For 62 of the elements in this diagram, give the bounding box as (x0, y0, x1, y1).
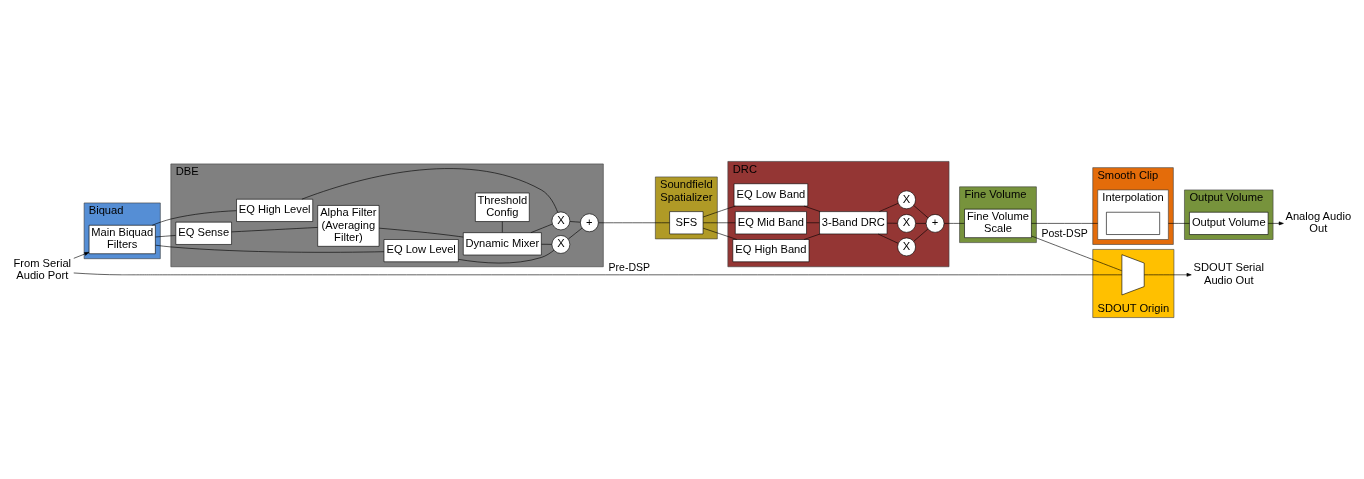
connector (530, 223, 553, 233)
connector (702, 222, 736, 224)
node-box: Alpha Filter (Averaging Filter) (317, 205, 380, 247)
connector (877, 233, 899, 244)
node-text: From Serial Audio Port (13, 257, 72, 282)
node-box: 3-Band DRC (819, 211, 888, 235)
node-text: Analog Audio Out (1285, 209, 1352, 235)
connector (915, 223, 927, 224)
node-circle: X (551, 211, 571, 231)
connector (569, 221, 581, 223)
connector (702, 205, 736, 218)
node-box: Output Volume (1189, 211, 1269, 235)
connector (1031, 235, 1122, 271)
arrow (73, 252, 90, 259)
arrow (1267, 221, 1284, 226)
node-box (1106, 211, 1160, 235)
connector (598, 222, 670, 224)
node-trapezoid (1121, 254, 1145, 296)
node-circle: + (580, 213, 599, 233)
cluster: Interpolation (1097, 189, 1169, 240)
connector (155, 235, 176, 238)
connector (879, 203, 899, 212)
connector (702, 227, 738, 240)
connector (301, 168, 558, 213)
node-circle: X (897, 214, 916, 233)
connector (913, 205, 929, 219)
connector (803, 205, 821, 212)
edge-label: Post-DSP (1041, 226, 1088, 239)
node-box: EQ Sense (175, 221, 232, 245)
node-circle: X (897, 237, 916, 257)
node-box: EQ Low Band (733, 183, 809, 207)
connector (458, 249, 555, 264)
connector (944, 223, 965, 224)
edge-label: Pre-DSP (608, 261, 651, 274)
node-box: Main Biquad Filters (88, 224, 156, 255)
node-box: EQ High Level (236, 198, 314, 222)
connector (152, 210, 237, 226)
connector (502, 221, 503, 233)
node-box: EQ High Band (732, 239, 810, 263)
connector (1031, 223, 1099, 224)
connector (1168, 223, 1190, 224)
node-circle: X (897, 190, 916, 210)
connector (803, 233, 821, 240)
connector (913, 228, 929, 242)
connector (155, 244, 385, 253)
connector (886, 222, 898, 224)
node-box: Fine Volume Scale (964, 208, 1032, 238)
node-box: Threshold Config (475, 192, 530, 222)
node-text: SDOUT Serial Audio Out (1193, 261, 1264, 286)
connector (568, 227, 583, 240)
connector (231, 227, 318, 233)
node-box: SFS (669, 211, 704, 235)
node-circle: + (925, 214, 945, 233)
connector (378, 227, 464, 238)
node-circle: X (551, 235, 571, 254)
connector (541, 243, 553, 245)
connector (806, 222, 820, 224)
node-box: Dynamic Mixer (463, 232, 542, 256)
node-box: EQ Mid Band (734, 211, 807, 235)
cluster: SDOUT Origin (1092, 249, 1175, 318)
node-box: EQ Low Level (383, 239, 459, 263)
arrow (1144, 273, 1192, 277)
